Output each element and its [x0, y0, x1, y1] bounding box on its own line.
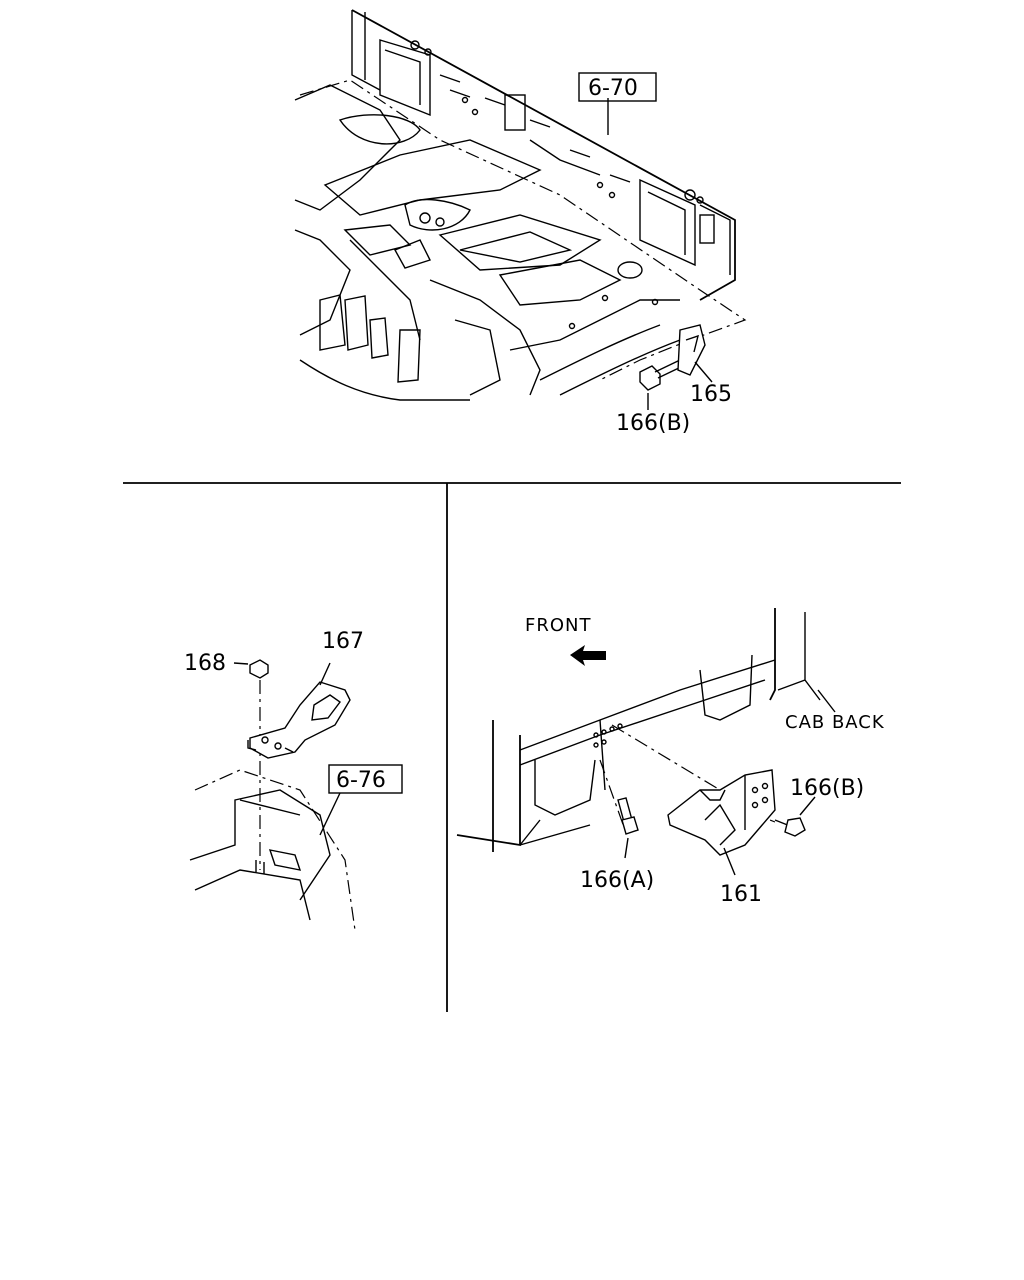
front-arrow-icon — [570, 645, 606, 666]
callout-165: 165 — [690, 382, 732, 407]
callout-166a: 166(A) — [580, 868, 654, 893]
top-floor-assembly — [294, 9, 747, 410]
callout-168: 168 — [184, 651, 226, 676]
left-bracket-assembly — [189, 659, 356, 931]
ref-box-6-70 — [578, 72, 657, 102]
bracket-165 — [677, 324, 706, 376]
ref-box-6-76 — [328, 764, 403, 794]
callout-166b-right: 166(B) — [790, 776, 864, 801]
callout-166b-top: 166(B) — [616, 411, 690, 436]
callout-161: 161 — [720, 882, 762, 907]
ref-6-76: 6-76 — [336, 768, 386, 793]
bracket-161 — [667, 769, 776, 856]
callout-167: 167 — [322, 629, 364, 654]
bolt-166b-right — [774, 817, 806, 837]
nut-168 — [249, 659, 269, 679]
cab-back-label: CAB BACK — [785, 712, 885, 733]
ref-6-70: 6-70 — [588, 76, 638, 101]
front-label: FRONT — [525, 615, 592, 636]
bolt-166a — [617, 797, 639, 835]
right-frame-assembly — [456, 608, 836, 876]
bolt-166b-top — [639, 359, 684, 391]
